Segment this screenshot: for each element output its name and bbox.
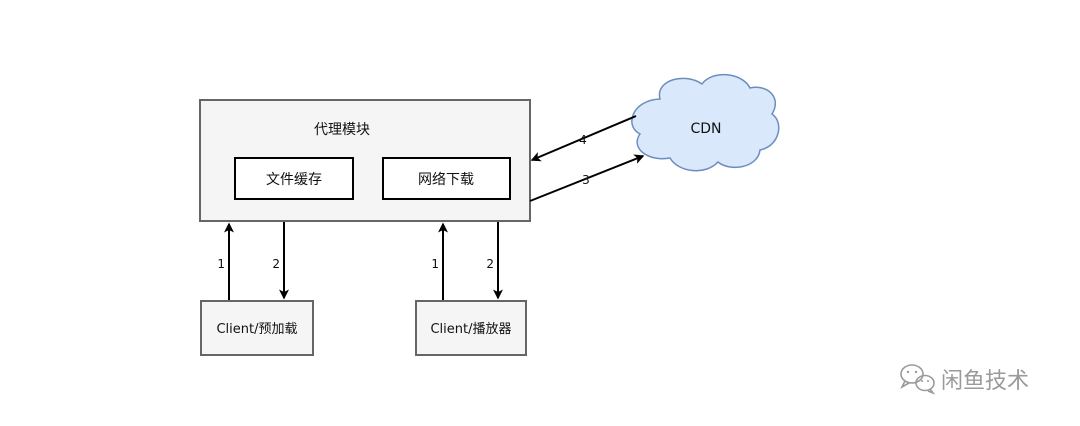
client-player-box: Client/播放器 <box>415 300 527 356</box>
wechat-icon <box>900 364 936 395</box>
proxy-module-title: 代理模块 <box>314 122 370 138</box>
edge-label-player-up: 1 <box>431 257 439 271</box>
watermark-text: 闲鱼技术 <box>941 369 1029 394</box>
cdn-cloud: CDN <box>631 73 780 172</box>
network-download-label: 网络下载 <box>418 172 474 188</box>
cdn-cloud-shape <box>631 73 780 172</box>
file-cache-box: 文件缓存 <box>234 157 354 200</box>
client-preload-label: Client/预加载 <box>216 322 297 337</box>
edge-label-cdn-to-proxy: 4 <box>579 133 587 147</box>
edge-label-preload-up: 1 <box>217 257 225 271</box>
arrow-proxy-to-cdn <box>529 154 645 202</box>
edge-label-player-down: 2 <box>486 257 494 271</box>
edge-label-download-to-cdn: 3 <box>582 173 590 187</box>
file-cache-label: 文件缓存 <box>266 172 322 188</box>
network-download-box: 网络下载 <box>382 157 511 200</box>
client-preload-box: Client/预加载 <box>200 300 314 356</box>
watermark: 闲鱼技术 <box>900 364 1029 395</box>
arrow-cdn-to-proxy <box>530 115 637 162</box>
client-player-label: Client/播放器 <box>430 322 511 337</box>
edge-label-preload-down: 2 <box>272 257 280 271</box>
cdn-label: CDN <box>690 121 721 137</box>
